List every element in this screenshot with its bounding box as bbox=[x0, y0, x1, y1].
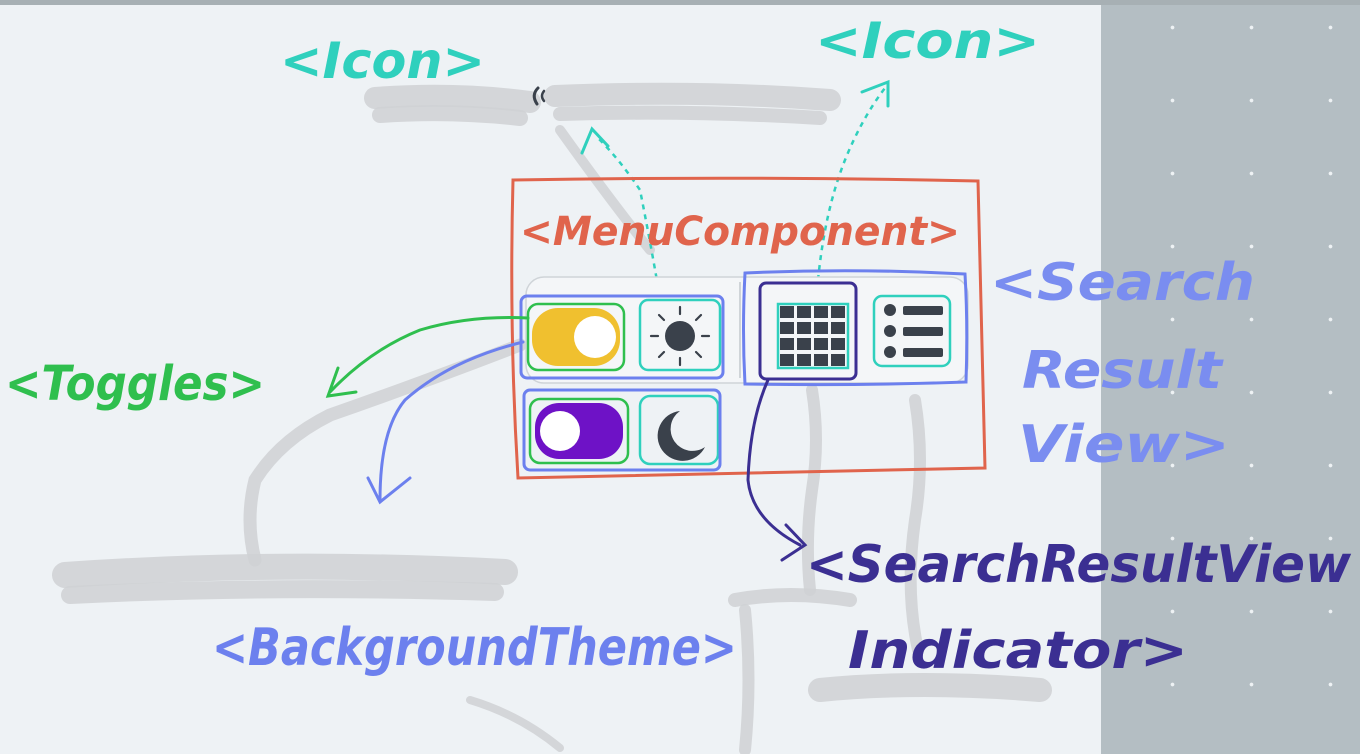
icon-annotation-left: <Icon> bbox=[280, 32, 662, 299]
grid-view-icon[interactable] bbox=[758, 281, 858, 381]
search-result-view-label-line2: Result bbox=[1022, 341, 1224, 401]
icon-annotation-right: <Icon> bbox=[815, 12, 1040, 281]
indicator-annotation: <SearchResultView Indicator> bbox=[746, 378, 1352, 681]
dark-theme-toggle[interactable] bbox=[528, 397, 630, 465]
light-theme-toggle[interactable] bbox=[526, 302, 626, 372]
sun-icon bbox=[638, 298, 722, 372]
toggles-label: <Toggles> bbox=[5, 356, 265, 412]
background-smudges bbox=[52, 82, 1052, 754]
menu-component-label: <MenuComponent> bbox=[520, 209, 960, 255]
toggle-group-boxes bbox=[519, 294, 725, 472]
indicator-label-line1: <SearchResultView bbox=[806, 535, 1352, 595]
icon-label-left: <Icon> bbox=[280, 32, 485, 90]
menu-component-annotation: <MenuComponent> bbox=[510, 176, 987, 480]
search-result-view-annotation: <Search Result View> bbox=[742, 253, 1255, 475]
moon-icon bbox=[638, 394, 720, 466]
background-theme-annotation: <BackgroundTheme> bbox=[212, 340, 737, 678]
dotted-grid-panel bbox=[1101, 5, 1360, 754]
icon-label-right: <Icon> bbox=[815, 12, 1040, 70]
toggles-annotation: <Toggles> bbox=[5, 316, 530, 412]
background-theme-label: <BackgroundTheme> bbox=[212, 618, 737, 678]
small-top-icon bbox=[532, 86, 546, 106]
search-result-view-label-line1: <Search bbox=[990, 253, 1255, 313]
list-view-icon[interactable] bbox=[872, 294, 952, 368]
indicator-label-line2: Indicator> bbox=[848, 621, 1188, 681]
top-strip bbox=[0, 0, 1360, 5]
search-result-view-label-line3: View> bbox=[1018, 415, 1230, 475]
